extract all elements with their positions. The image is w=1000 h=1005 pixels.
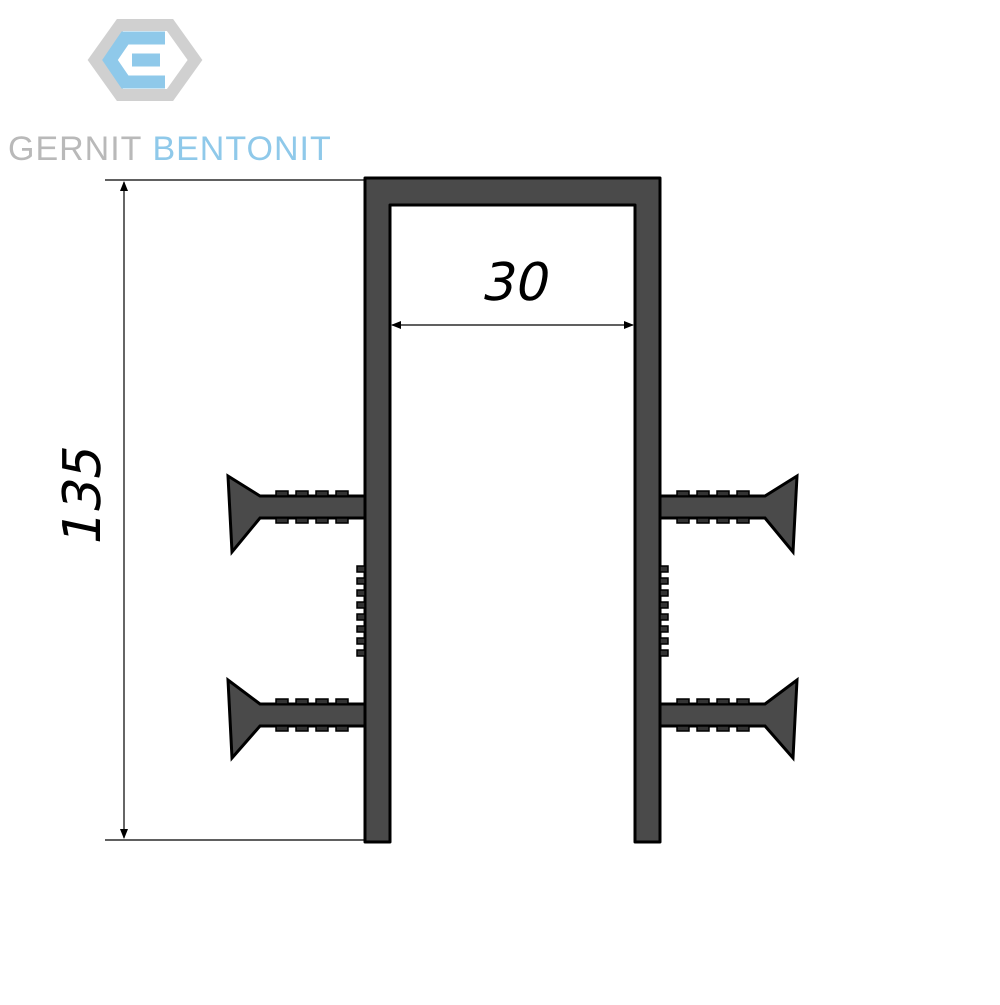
anchor-rib-right-upper [658, 473, 799, 556]
width-dimension-label: 30 [477, 253, 556, 313]
brand-word-gernit: GERNIT [8, 130, 143, 168]
height-dimension [105, 179, 365, 841]
waterstop-profile [226, 176, 799, 844]
anchor-rib-right-lower [658, 676, 799, 762]
brand-word-bentonit: BENTONIT [152, 130, 332, 168]
anchor-rib-left-lower [226, 676, 367, 762]
anchor-rib-left-upper [226, 473, 367, 556]
serration-strip-left [356, 565, 366, 657]
height-dimension-label: 135 [53, 439, 113, 551]
hexagon-s-logo-icon [87, 19, 203, 101]
serration-strip-right [659, 565, 669, 657]
